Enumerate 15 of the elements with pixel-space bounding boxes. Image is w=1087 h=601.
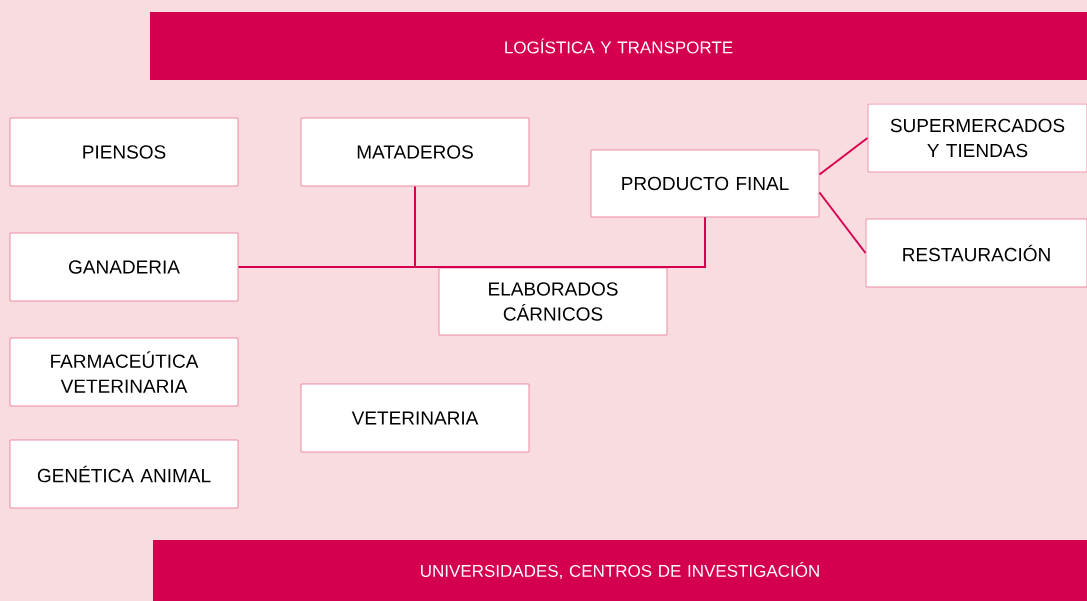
process-box: RESTAURACIÓN bbox=[865, 218, 1087, 288]
process-box: VETERINARIA bbox=[300, 383, 530, 453]
process-box: GENÉTICA ANIMAL bbox=[9, 439, 239, 509]
process-box: MATADEROS bbox=[300, 117, 530, 187]
header-band: LOGÍSTICA Y TRANSPORTE bbox=[150, 12, 1087, 80]
process-box: PIENSOS bbox=[9, 117, 239, 187]
process-box: FARMACEÚTICA VETERINARIA bbox=[9, 337, 239, 407]
connector-line bbox=[414, 185, 706, 268]
process-box: ELABORADOS CÁRNICOS bbox=[438, 267, 668, 336]
connector-line bbox=[818, 191, 867, 254]
footer-band: UNIVERSIDADES, CENTROS DE INVESTIGACIÓN bbox=[153, 540, 1087, 601]
process-box: PRODUCTO FINAL bbox=[590, 149, 820, 218]
connector-line bbox=[818, 137, 869, 176]
process-box: SUPERMERCADOS Y TIENDAS bbox=[867, 103, 1087, 173]
process-box: GANADERIA bbox=[9, 232, 239, 302]
